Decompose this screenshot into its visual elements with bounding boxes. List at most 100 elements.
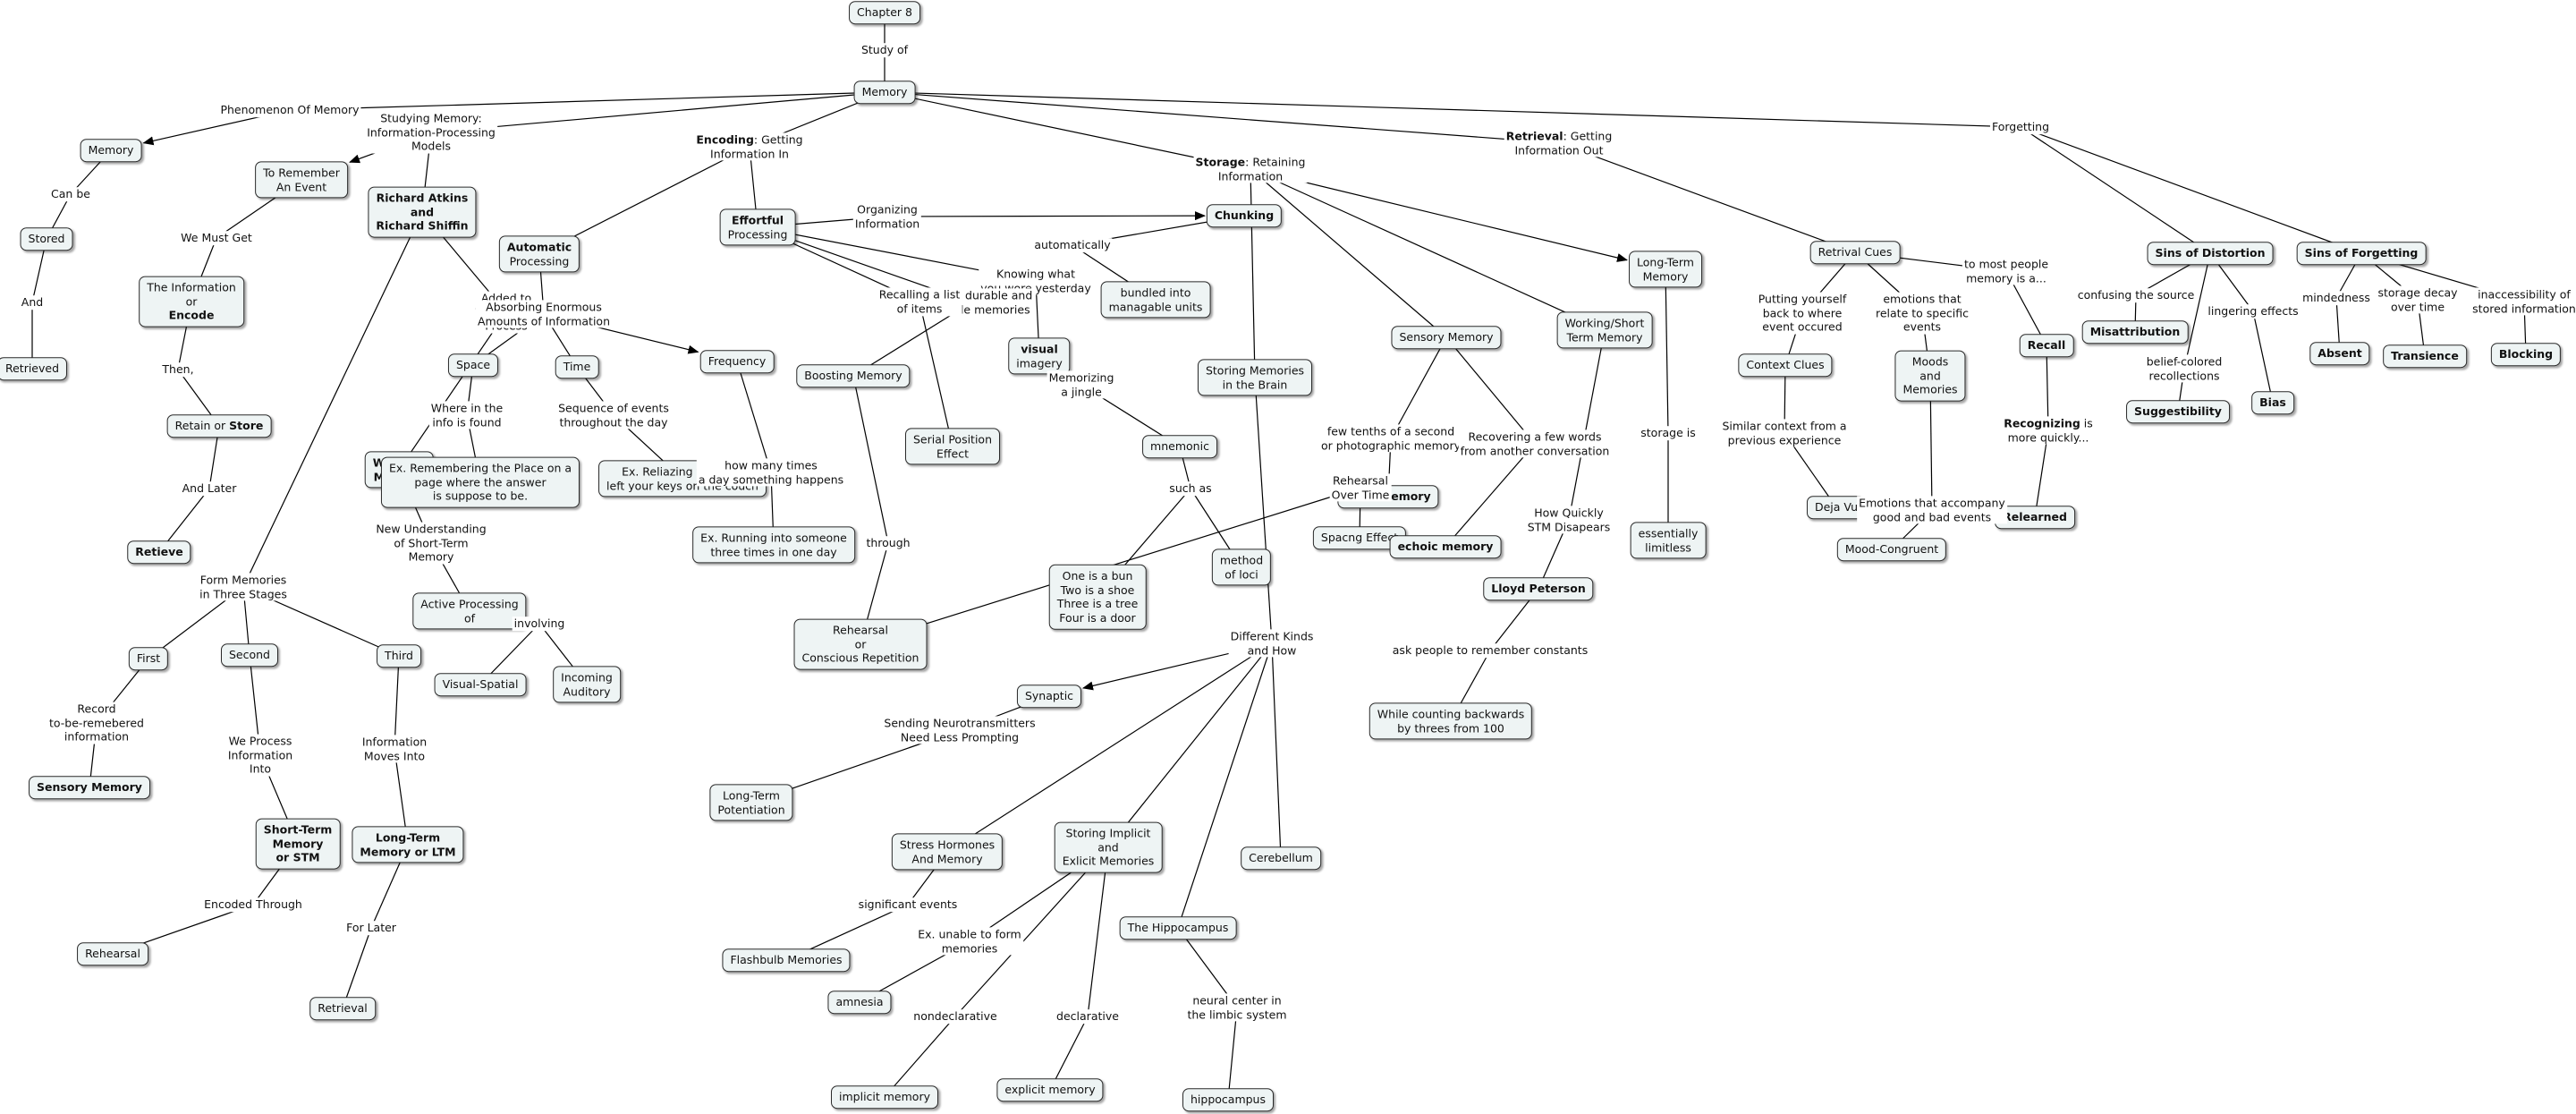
- concept-space[interactable]: Space: [447, 353, 499, 377]
- linking-phrase-significant: significant events: [856, 897, 960, 912]
- concept-memory2[interactable]: Memory: [80, 139, 142, 162]
- connector-sinsdist-beliefcolored: [2183, 252, 2211, 370]
- concept-explicit[interactable]: explicit memory: [996, 1078, 1104, 1101]
- concept-visualspatial[interactable]: Visual-Spatial: [434, 673, 527, 696]
- concept-lloyd[interactable]: Lloyd Peterson: [1483, 577, 1594, 600]
- concept-retainstore[interactable]: Retain or Store: [166, 414, 272, 438]
- concept-flashbulb[interactable]: Flashbulb Memories: [722, 948, 851, 972]
- linking-phrase-through: through: [864, 536, 912, 550]
- connector-storingimpl-nondeclarative: [954, 846, 1109, 1017]
- concept-retrieval[interactable]: Retrieval: [309, 997, 376, 1020]
- concept-hippocampus2[interactable]: hippocampus: [1182, 1088, 1274, 1111]
- connector-atkins-formmem: [242, 211, 423, 588]
- concept-echoic[interactable]: echoic memory: [1389, 535, 1502, 558]
- concept-rehearsal[interactable]: Rehearsal: [77, 942, 148, 965]
- concept-hippocampus1[interactable]: The Hippocampus: [1119, 916, 1237, 940]
- concept-misattr[interactable]: Misattribution: [2081, 320, 2189, 344]
- concept-third[interactable]: Third: [377, 644, 421, 668]
- connector-memory-phenomenon: [289, 91, 886, 111]
- concept-bias[interactable]: Bias: [2251, 391, 2294, 414]
- concept-moodcong[interactable]: Mood-Congruent: [1836, 538, 1947, 561]
- connector-memory-forgetting: [884, 91, 2021, 128]
- concept-retrieved[interactable]: Retrieved: [0, 357, 68, 380]
- concept-time[interactable]: Time: [555, 355, 599, 378]
- linking-phrase-wemustget: We Must Get: [179, 231, 254, 245]
- concept-transience[interactable]: Transience: [2383, 344, 2467, 368]
- concept-sinsforget[interactable]: Sins of Forgetting: [2296, 242, 2427, 265]
- concept-recall[interactable]: Recall: [2019, 334, 2074, 357]
- concept-absent[interactable]: Absent: [2309, 342, 2370, 365]
- concept-retrivalcues[interactable]: Retrival Cues: [1809, 241, 1901, 264]
- linking-phrase-automatically: automatically: [1032, 238, 1113, 252]
- concept-sensorymem1[interactable]: Sensory Memory: [29, 776, 150, 799]
- linking-phrase-forlater: For Later: [344, 921, 398, 935]
- linking-phrase-involving: involving: [512, 617, 567, 631]
- concept-sinsdist[interactable]: Sins of Distortion: [2147, 242, 2274, 265]
- concept-amnesia[interactable]: amnesia: [827, 991, 892, 1014]
- concept-sensorymem2[interactable]: Sensory Memory: [1391, 326, 1502, 349]
- concept-contextclues[interactable]: Context Clues: [1738, 353, 1833, 377]
- concept-implicit[interactable]: implicit memory: [831, 1085, 938, 1109]
- connector-addedto-workingmem: [398, 311, 507, 471]
- concept-synaptic[interactable]: Synaptic: [1016, 685, 1082, 708]
- concept-first[interactable]: First: [128, 647, 169, 670]
- concept-mnemonic[interactable]: mnemonic: [1142, 435, 1217, 458]
- bold-text: Retrieval: [1505, 129, 1563, 143]
- concept-frequency[interactable]: Frequency: [699, 350, 775, 373]
- connector-storingimpl-declarative: [1087, 846, 1109, 1017]
- concept-chunking[interactable]: Chunking: [1206, 204, 1283, 227]
- concept-second[interactable]: Second: [220, 643, 279, 667]
- concept-retieve[interactable]: Retieve: [127, 540, 191, 564]
- bold-text: Encoding: [696, 132, 754, 147]
- concept-stored[interactable]: Stored: [20, 227, 73, 251]
- connector-recall-recognizing: [2046, 344, 2049, 431]
- linking-phrase-phenomenon: Phenomenon Of Memory: [218, 103, 361, 117]
- concept-boosting[interactable]: Boosting Memory: [796, 364, 911, 387]
- concept-memory[interactable]: Memory: [853, 81, 916, 104]
- concept-suggest[interactable]: Suggestibility: [2126, 400, 2230, 423]
- concept-cerebellum[interactable]: Cerebellum: [1241, 846, 1321, 870]
- concept-relearned[interactable]: Relearned: [1995, 506, 2075, 529]
- connector-recovering-echoic: [1445, 443, 1536, 548]
- connector-storagelbl-workingshort: [1250, 168, 1606, 331]
- concept-chapter8[interactable]: Chapter 8: [849, 1, 920, 24]
- concept-blocking[interactable]: Blocking: [2490, 343, 2562, 366]
- linking-phrase-declarative: declarative: [1055, 1009, 1121, 1024]
